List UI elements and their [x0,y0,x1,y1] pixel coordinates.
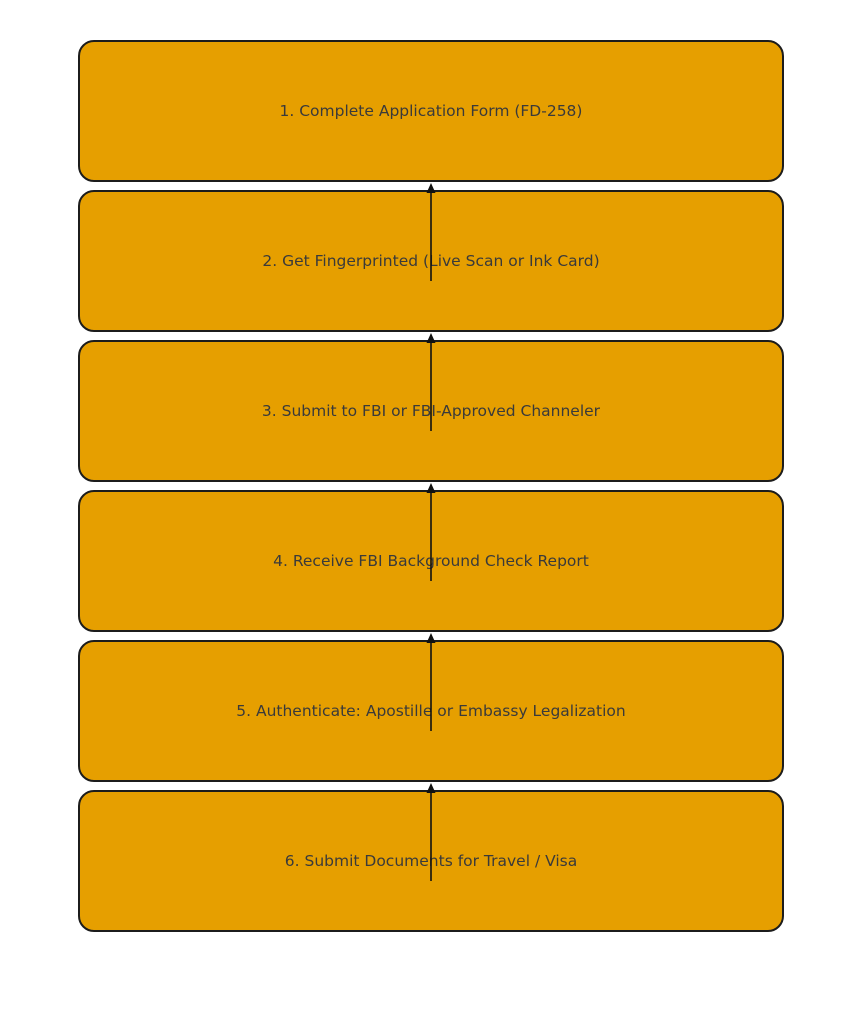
step-label-2: 2. Get Fingerprinted (Live Scan or Ink C… [262,251,600,270]
step-box-2: 2. Get Fingerprinted (Live Scan or Ink C… [78,190,784,332]
step-box-3: 3. Submit to FBI or FBI-Approved Channel… [78,340,784,482]
step-box-4: 4. Receive FBI Background Check Report [78,490,784,632]
step-box-5: 5. Authenticate: Apostille or Embassy Le… [78,640,784,782]
step-label-1: 1. Complete Application Form (FD-258) [279,101,583,120]
step-label-6: 6. Submit Documents for Travel / Visa [284,851,578,870]
step-box-6: 6. Submit Documents for Travel / Visa [78,790,784,932]
step-label-4: 4. Receive FBI Background Check Report [273,551,589,570]
step-box-1: 1. Complete Application Form (FD-258) [78,40,784,182]
step-label-3: 3. Submit to FBI or FBI-Approved Channel… [261,401,601,420]
step-label-5: 5. Authenticate: Apostille or Embassy Le… [236,701,626,720]
